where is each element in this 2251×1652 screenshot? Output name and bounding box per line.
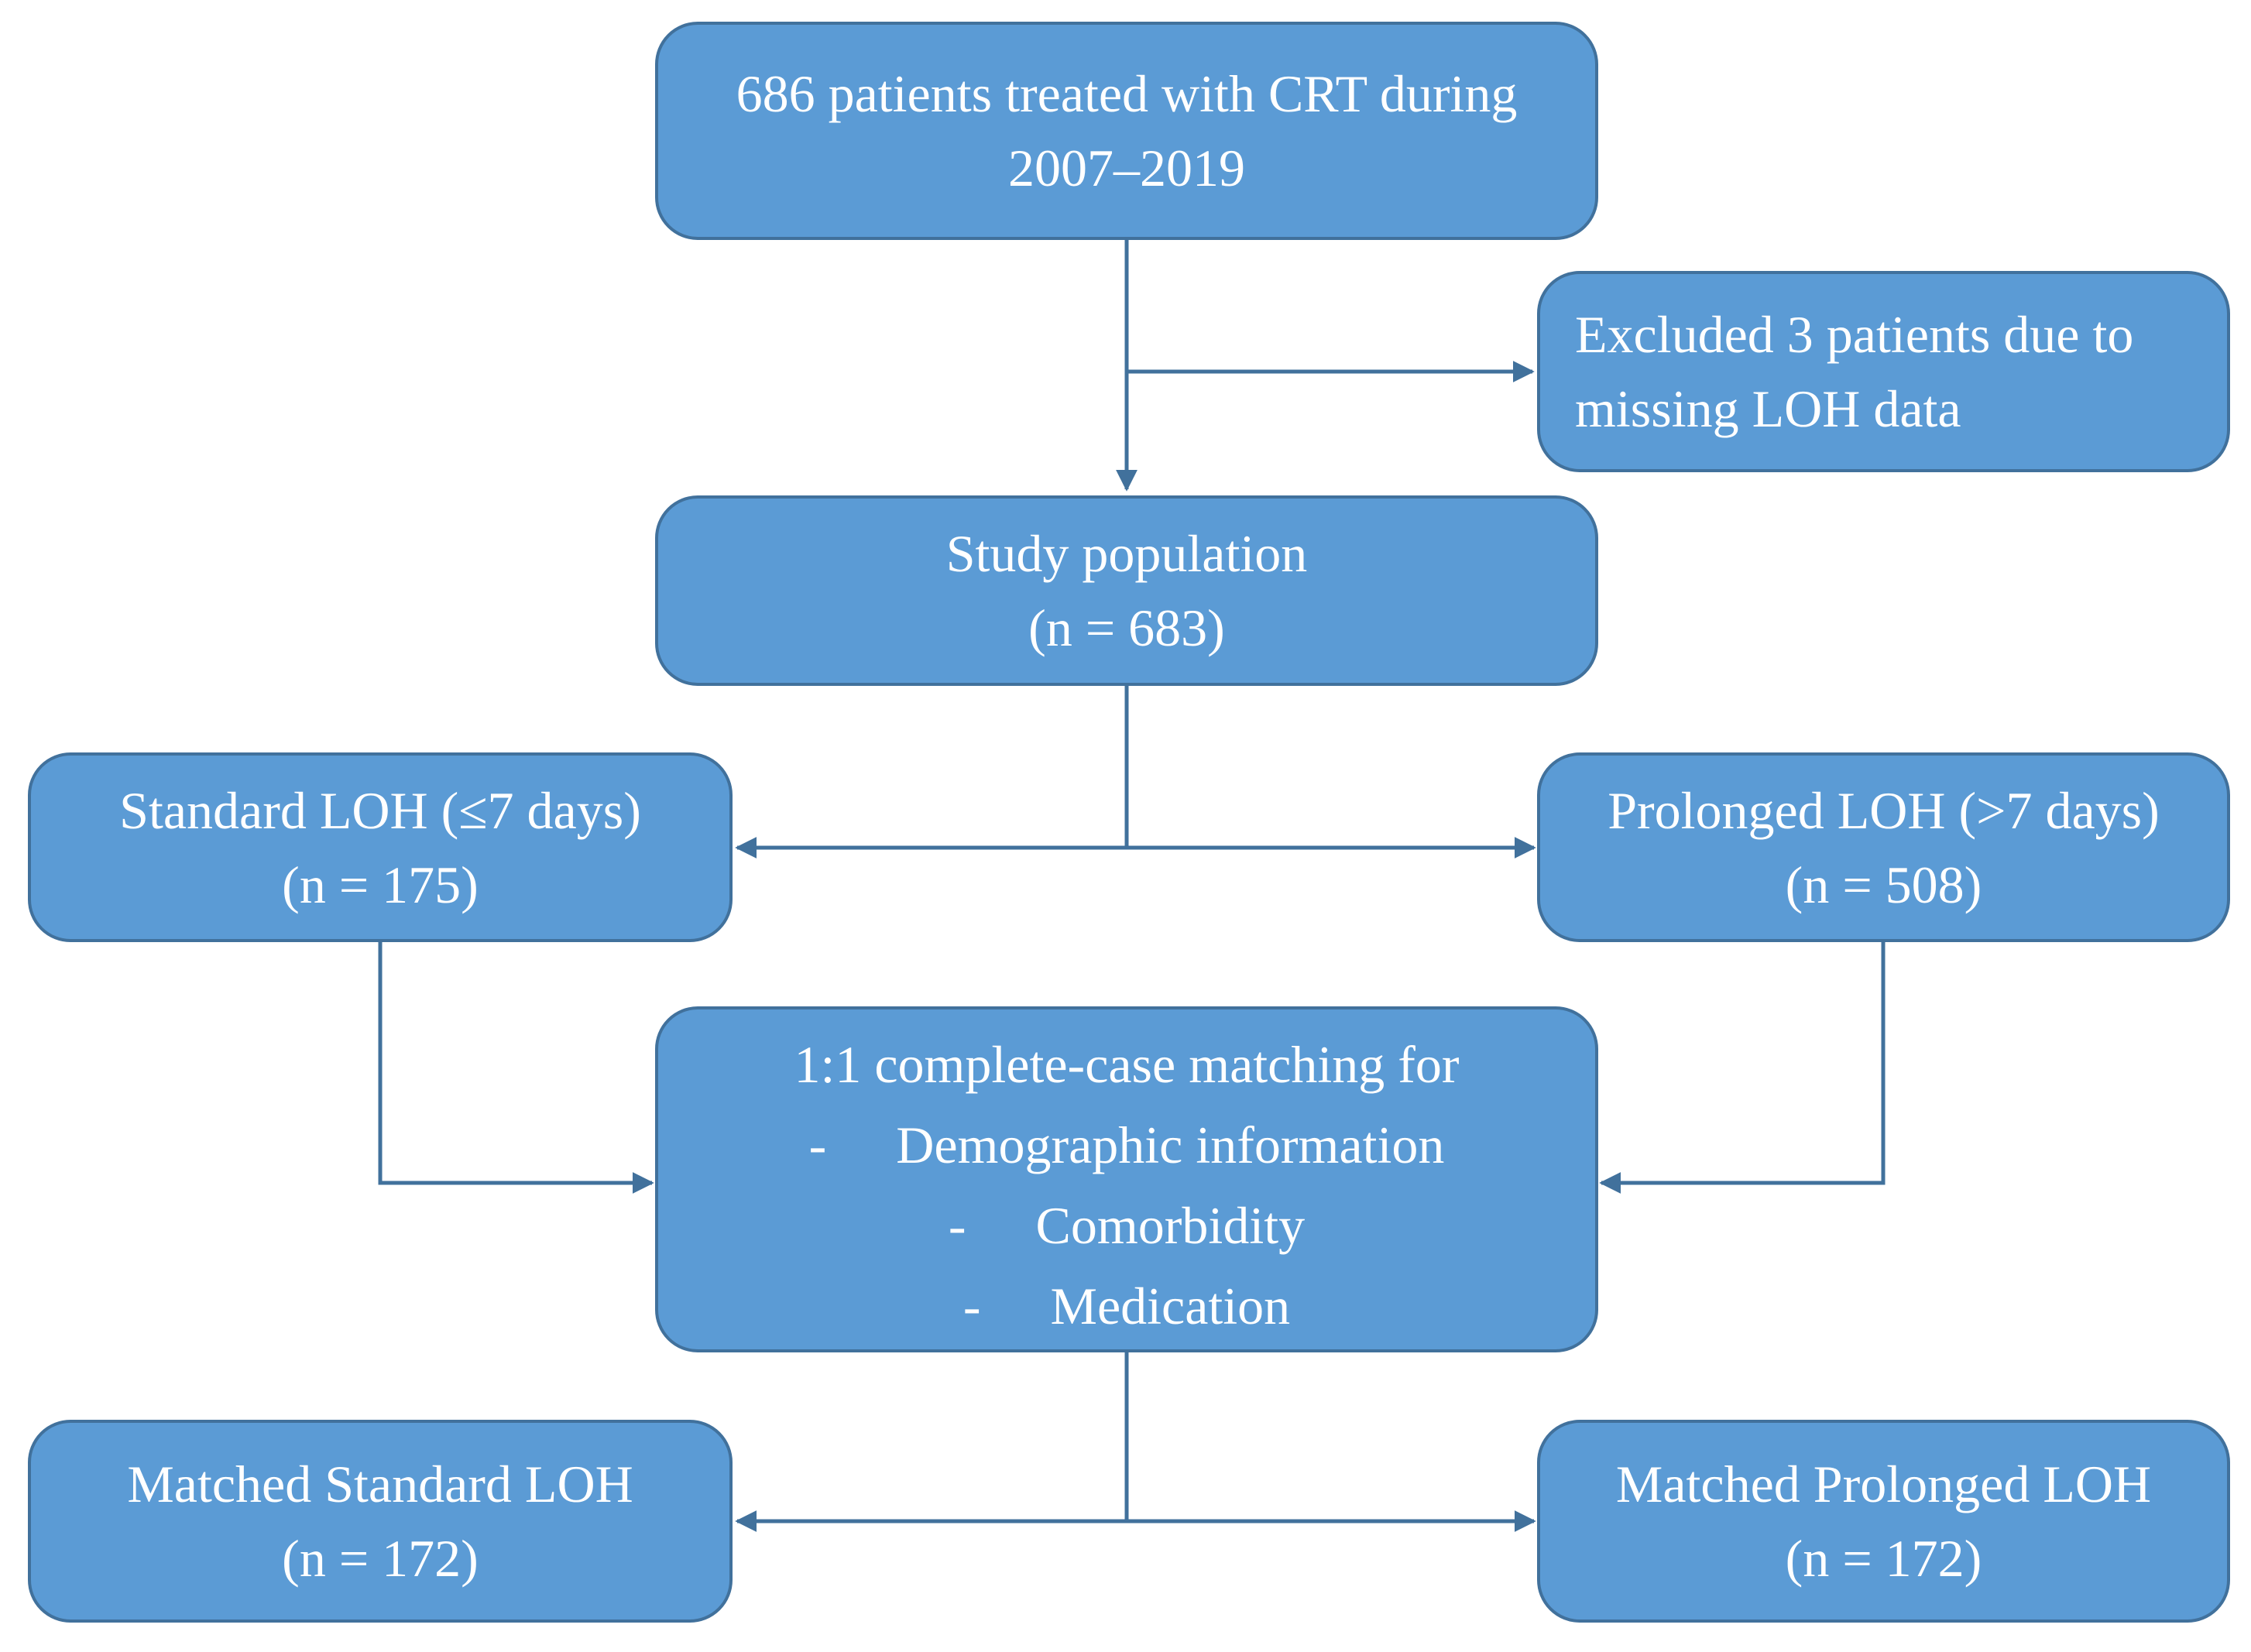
- box-excluded-line-2: missing LOH data: [1575, 379, 1961, 438]
- box-matched-standard-line-2: (n = 172): [282, 1529, 479, 1588]
- box-matching: 1:1 complete-case matching for - Demogra…: [655, 1006, 1598, 1352]
- bullet-dash: -: [963, 1276, 981, 1335]
- box-prolonged-loh-line-1: Prolonged LOH (>7 days): [1608, 780, 2160, 840]
- box-initial-line-2: 2007–2019: [1008, 139, 1245, 197]
- box-matching-heading: 1:1 complete-case matching for: [794, 1034, 1460, 1094]
- bullet-dash: -: [808, 1115, 827, 1174]
- bullet-dash: -: [948, 1195, 966, 1255]
- matching-criterion: - Demographic information: [809, 1105, 1445, 1185]
- box-matched-prolonged-line-2: (n = 172): [1785, 1529, 1982, 1588]
- connector-prolonged-to-matching: [1599, 942, 1886, 1194]
- box-standard-loh: Standard LOH (≤7 days) (n = 175): [28, 752, 733, 942]
- box-initial-line-1: 686 patients treated with CRT during: [736, 64, 1518, 123]
- box-matched-standard-loh: Matched Standard LOH (n = 172): [28, 1420, 733, 1623]
- box-study-line-1: Study population: [945, 524, 1308, 583]
- box-excluded-patients: Excluded 3 patients due to missing LOH d…: [1537, 271, 2230, 472]
- box-prolonged-loh: Prolonged LOH (>7 days) (n = 508): [1537, 752, 2230, 942]
- box-matched-standard-line-1: Matched Standard LOH: [127, 1455, 633, 1513]
- box-study-population: Study population (n = 683): [655, 495, 1598, 686]
- matching-criterion: - Medication: [963, 1266, 1290, 1346]
- box-initial-cohort: 686 patients treated with CRT during 200…: [655, 22, 1598, 240]
- matching-criterion-label: Comorbidity: [1035, 1195, 1306, 1255]
- connector-standard-to-matching: [378, 942, 654, 1194]
- box-standard-loh-line-2: (n = 175): [282, 855, 479, 914]
- box-excluded-line-1: Excluded 3 patients due to: [1575, 305, 2134, 364]
- matching-criterion: - Comorbidity: [949, 1185, 1305, 1266]
- box-prolonged-loh-line-2: (n = 508): [1785, 855, 1982, 914]
- matching-criterion-label: Medication: [1050, 1276, 1291, 1335]
- matching-criterion-label: Demographic information: [896, 1115, 1445, 1174]
- box-standard-loh-line-1: Standard LOH (≤7 days): [119, 780, 641, 840]
- box-matched-prolonged-loh: Matched Prolonged LOH (n = 172): [1537, 1420, 2230, 1623]
- box-matched-prolonged-line-1: Matched Prolonged LOH: [1615, 1455, 2152, 1513]
- box-study-line-2: (n = 683): [1028, 598, 1225, 657]
